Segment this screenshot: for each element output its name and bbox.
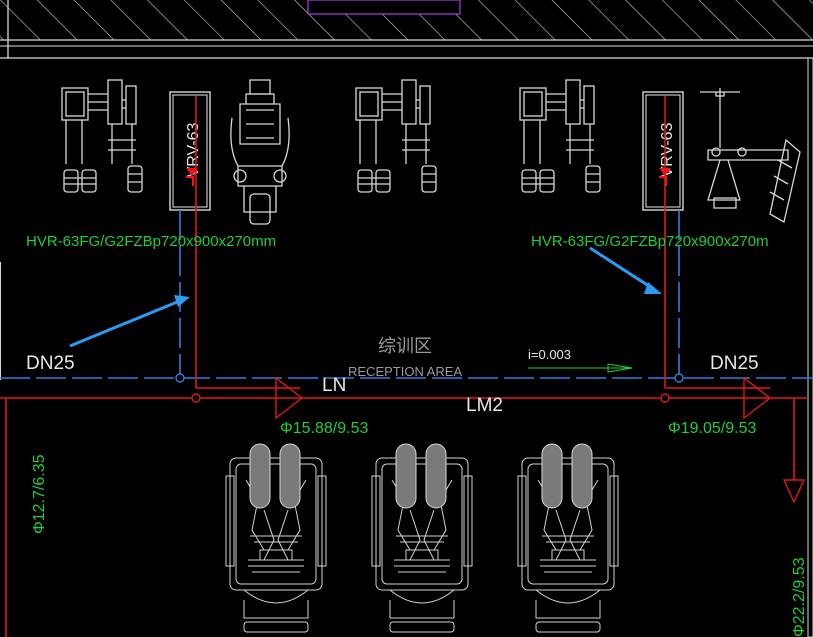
ln-label: LN [322, 375, 346, 396]
slope-label: i=0.003 [528, 347, 571, 362]
massage-chair-icon [371, 443, 473, 633]
gym-equipment-icon [355, 79, 437, 193]
pipe-riser-marker [674, 373, 684, 383]
dn-label-right: DN25 [710, 353, 759, 374]
flag-icon [186, 168, 198, 186]
massage-chair-icon [517, 443, 619, 633]
pipe-size-vertical-right: Φ22.2/9.53 [791, 557, 808, 637]
pipe-riser-marker [191, 393, 201, 403]
slope-arrow [528, 363, 633, 373]
pipe-size-right: Φ19.05/9.53 [668, 420, 756, 437]
pipe-riser-marker [660, 393, 670, 403]
area-name-en: RECEPTION AREA [348, 364, 462, 379]
unit-tag-left: VRV-63 [185, 122, 202, 177]
fitness-machine-icon [700, 88, 801, 223]
pipe-riser-marker [175, 373, 185, 383]
gym-equipment-icon [519, 79, 601, 193]
callout-arrow-icon [69, 295, 190, 348]
flow-arrow-icon [782, 479, 806, 504]
massage-chair-icon [225, 443, 327, 633]
purple-frame [307, 0, 461, 15]
dn-label-left: DN25 [26, 353, 75, 374]
indoor-unit-right: VRV-63 [642, 91, 684, 211]
indoor-unit-left: VRV-63 [169, 91, 211, 211]
area-name-cn: 综训区 [378, 336, 432, 356]
pipe-size-left: Φ15.88/9.53 [280, 420, 368, 437]
unit-spec-right: HVR-63FG/G2FZBp720x900x270m [531, 233, 769, 250]
unit-spec-left: HVR-63FG/G2FZBp720x900x270mm [26, 233, 276, 250]
callout-arrow-icon [589, 246, 662, 294]
flow-arrow-icon [743, 376, 772, 420]
fitness-machine-icon [230, 79, 290, 225]
unit-tag-right: VRV-63 [659, 122, 676, 177]
lm2-label: LM2 [466, 395, 503, 416]
flow-arrow-icon [275, 376, 304, 420]
gym-equipment-icon [61, 79, 143, 193]
pipe-size-vertical-left: Φ12.7/6.35 [31, 454, 48, 534]
refrigerant-pipe [0, 96, 808, 637]
